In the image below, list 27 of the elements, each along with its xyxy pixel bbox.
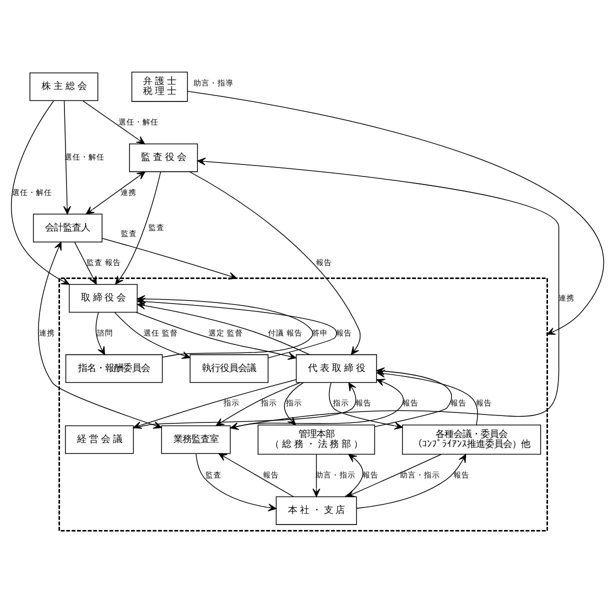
edge-label: 指示 (333, 398, 350, 408)
edge-label: 選定 監督 (208, 328, 243, 337)
edge-label: 選任・解任 (118, 117, 158, 126)
edge-label: 連携 (120, 187, 137, 196)
edge-label: 報告 (454, 470, 470, 479)
edge-label: 報告 (362, 470, 378, 479)
edge-label: 連携 (558, 292, 575, 302)
edge-label: 報告 (355, 398, 372, 408)
edge-label: 報告 (402, 398, 419, 408)
edge-label: 指示 (223, 398, 240, 408)
edge-label: 監査 (206, 470, 222, 479)
edge-label: 監査 (148, 222, 165, 232)
edge-label: 助言・指導 (193, 78, 234, 88)
edge-label: 指示 (261, 398, 278, 408)
edge-label: 指示 (286, 398, 302, 408)
edge-label: 付議 報告 (268, 328, 302, 337)
edge-label: 諮問 (96, 328, 113, 337)
edge-label: 助言・指示 (400, 470, 440, 479)
edge-label: 報告 (316, 258, 332, 267)
edge-label: 連携 (38, 328, 55, 337)
edge-label: 報告 (450, 398, 466, 408)
edge-label: 報告 (476, 398, 492, 408)
edge-label: 選任 監督 (144, 328, 178, 337)
edge-label: 報告 (336, 328, 352, 337)
edge-label: 監査 報告 (86, 258, 121, 267)
edge-label: 報告 (262, 470, 279, 479)
edge-label: 監査 (120, 228, 137, 238)
